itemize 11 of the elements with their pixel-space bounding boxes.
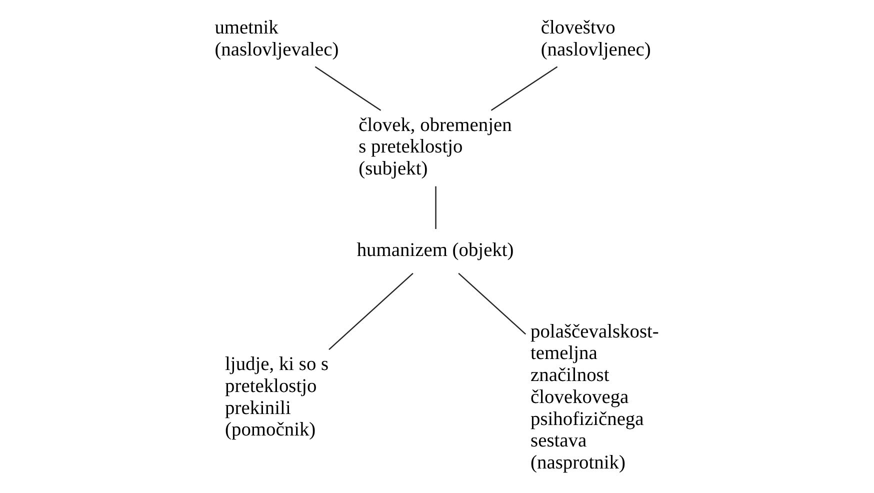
node-text: polaščevalskost- temeljna značilnost človekovega psihofizičnega sestava (nasprotnik) [530,321,659,474]
connector [490,66,558,111]
node-text: ljudje, ki so s preteklostjo prekinili (pomočnik) [225,354,329,441]
connector [314,66,382,111]
connector [435,186,436,229]
connector [328,272,414,350]
node-text: umetnik (naslovljevalec) [214,18,339,61]
connector [458,272,526,335]
node-text: humanizem (objekt) [356,240,514,261]
node-text: človeštvo (naslovljenec) [540,18,651,61]
node-text: človek, obremenjen s preteklostjo (subjekt) [358,114,512,180]
